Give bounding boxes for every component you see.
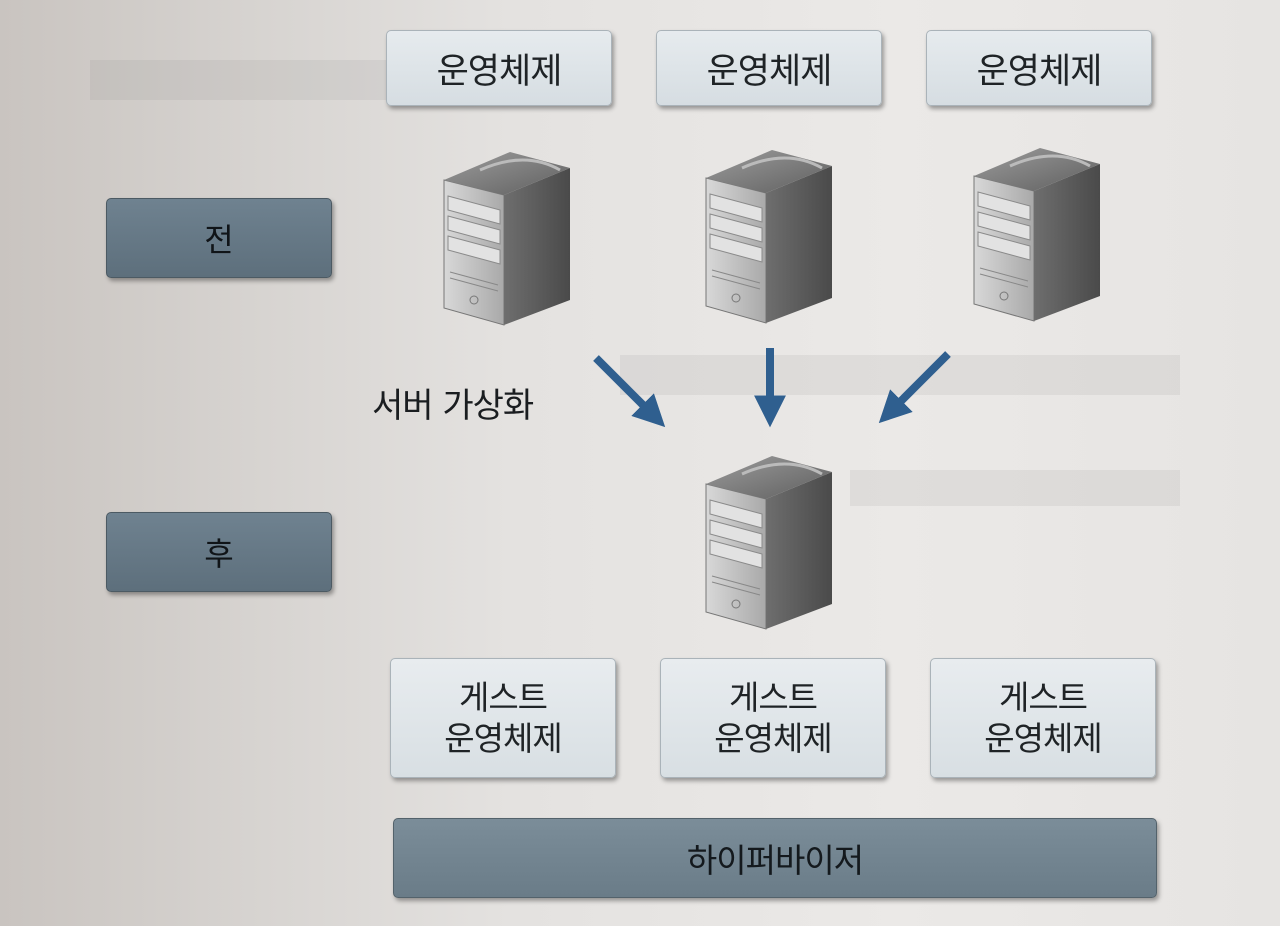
os-label: 운영체제 (976, 51, 1103, 92)
guest-os-line1: 게스트 (458, 677, 548, 717)
guest-os-line2: 운영체제 (444, 719, 562, 758)
guest-os-line2: 운영체제 (984, 719, 1102, 758)
arrow-down-icon (593, 355, 666, 428)
guest-os-box: 게스트 운영체제 (930, 658, 1156, 778)
os-label: 운영체제 (706, 51, 833, 92)
stage-after-text: 후 (204, 535, 234, 573)
server-tower-icon (705, 456, 832, 630)
arrow-down-icon (878, 351, 951, 424)
os-box: 운영체제 (386, 30, 612, 106)
guest-os-line1: 게스트 (998, 677, 1088, 717)
guest-os-line1: 게스트 (728, 677, 818, 717)
background-bleed (90, 60, 390, 100)
stage-before-label: 전 (106, 198, 332, 278)
stage-before-text: 전 (204, 221, 234, 259)
os-box: 운영체제 (656, 30, 882, 106)
server-tower-icon (443, 152, 570, 326)
background-bleed (850, 470, 1180, 506)
server-tower-icon (973, 148, 1100, 322)
guest-os-box: 게스트 운영체제 (660, 658, 886, 778)
hypervisor-label: 하이퍼바이저 (686, 841, 864, 880)
hypervisor-box: 하이퍼바이저 (393, 818, 1157, 898)
os-box: 운영체제 (926, 30, 1152, 106)
guest-os-box: 게스트 운영체제 (390, 658, 616, 778)
background-bleed (620, 355, 1180, 395)
virtualization-caption: 서버 가상화 (372, 386, 534, 426)
server-tower-icon (705, 150, 832, 324)
stage-after-label: 후 (106, 512, 332, 592)
os-label: 운영체제 (436, 51, 563, 92)
guest-os-line2: 운영체제 (714, 719, 832, 758)
